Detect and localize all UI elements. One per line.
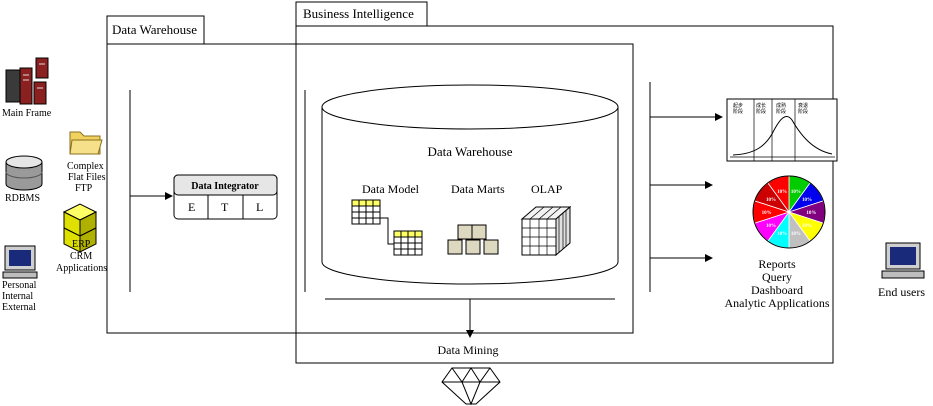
source-label-crm: CRM xyxy=(70,251,92,262)
data-marts-icon xyxy=(447,224,499,255)
data-warehouse-tab-label: Data Warehouse xyxy=(112,22,197,37)
pie-slice-label: 10% xyxy=(762,211,772,216)
data-model-icon xyxy=(351,199,423,256)
pie-outline xyxy=(752,175,826,249)
source-label-rdbms: RDBMS xyxy=(5,193,40,204)
source-label-personal: Personal xyxy=(2,280,37,291)
output-label-query: Query xyxy=(762,270,792,284)
pie-slice-label: 10% xyxy=(802,224,812,229)
pie-slice-label: 10% xyxy=(766,224,776,229)
source-label-external: External xyxy=(2,302,36,313)
pie-slice-label: 10% xyxy=(777,190,787,195)
pie-slice-label: 10% xyxy=(777,232,787,237)
integrator-title: Data Integrator xyxy=(191,181,259,192)
chart-phase-3: 成熟阶段 xyxy=(776,102,786,115)
pie-slice-label: 10% xyxy=(766,198,776,203)
component-data-model: Data Model xyxy=(362,182,420,196)
end-user-computer-icon xyxy=(881,242,925,279)
chart-phase-4: 衰退阶段 xyxy=(798,102,808,115)
lifecycle-chart-icon: 起步阶段 成长阶段 成熟阶段 衰退阶段 xyxy=(726,98,838,162)
end-users-label: End users xyxy=(878,285,925,299)
cube-stack-icon xyxy=(62,203,98,253)
olap-cube-icon xyxy=(520,205,572,257)
source-label-applications: Applications xyxy=(56,263,107,274)
integrator-step-transform: T xyxy=(221,200,229,214)
output-label-analytic-applications: Analytic Applications xyxy=(725,296,830,310)
output-label-reports: Reports xyxy=(758,257,796,271)
data-mining-label: Data Mining xyxy=(438,343,499,357)
pie-chart-icon: 10%10%10%10%10%10%10%10%10%10% xyxy=(752,175,826,249)
diamond-icon xyxy=(441,367,501,406)
folder-icon xyxy=(69,131,103,155)
pie-slice-label: 10% xyxy=(791,232,801,237)
integrator-step-load: L xyxy=(256,200,263,214)
source-label-flat-files: Flat Files xyxy=(68,172,106,183)
pie-slice-label: 10% xyxy=(791,190,801,195)
chart-phase-1: 起步阶段 xyxy=(733,103,743,115)
pie-slice-label: 10% xyxy=(802,198,812,203)
chart-phase-2: 成长阶段 xyxy=(756,102,766,115)
data-integrator-box: Data Integrator E T L xyxy=(173,174,278,220)
computer-icon xyxy=(2,245,38,279)
mainframe-icon xyxy=(5,57,49,105)
business-intelligence-tab-label: Business Intelligence xyxy=(303,6,414,21)
source-label-ftp: FTP xyxy=(75,183,93,194)
source-label-mainframe: Main Frame xyxy=(2,108,52,119)
source-label-internal: Internal xyxy=(2,291,33,302)
pie-slice-label: 10% xyxy=(806,211,816,216)
source-label-complex: Complex xyxy=(67,161,104,172)
integrator-step-extract: E xyxy=(188,200,195,214)
warehouse-title: Data Warehouse xyxy=(428,144,513,159)
component-data-marts: Data Marts xyxy=(451,182,505,196)
data-warehouse-frame: Data Warehouse xyxy=(106,15,634,334)
database-icon xyxy=(5,155,43,191)
component-olap: OLAP xyxy=(531,182,563,196)
output-label-dashboard: Dashboard xyxy=(751,283,803,297)
source-label-erp: ERP xyxy=(72,239,91,250)
business-intelligence-frame: Business Intelligence xyxy=(295,1,834,364)
